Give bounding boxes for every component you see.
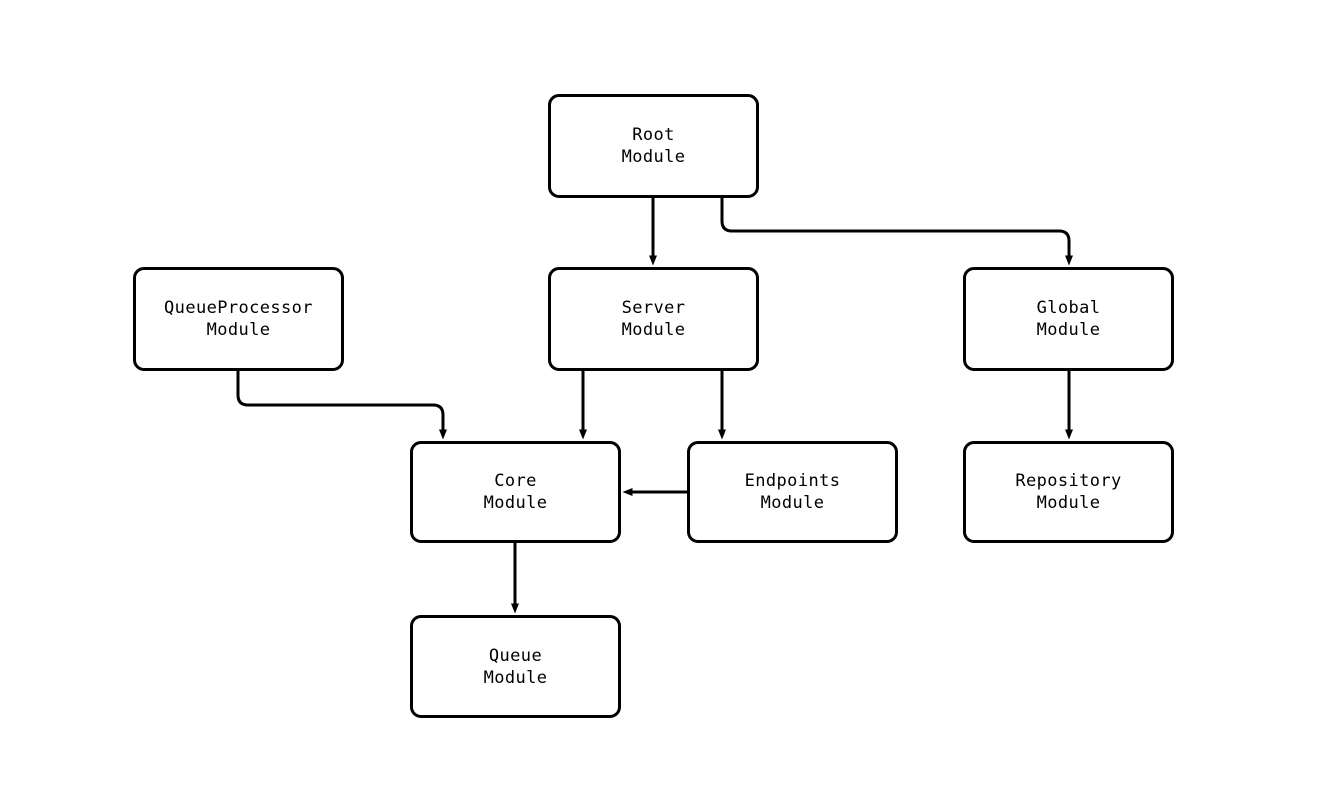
node-label-primary: Queue bbox=[488, 645, 543, 666]
node-label-secondary: Module bbox=[621, 147, 686, 167]
node-label-secondary: Module bbox=[483, 493, 548, 513]
node-label-primary: QueueProcessor bbox=[164, 298, 313, 318]
node-label-secondary: Module bbox=[1036, 493, 1101, 513]
node-label-primary: Server bbox=[621, 298, 686, 318]
edge-root-global bbox=[720, 198, 1073, 266]
edge-queueproc-core bbox=[236, 371, 447, 440]
node-label-primary: Endpoints bbox=[744, 471, 841, 491]
node-label-primary: Core bbox=[494, 471, 537, 491]
node-label-secondary: Module bbox=[760, 493, 825, 513]
node-label-primary: Global bbox=[1036, 298, 1101, 318]
node-label-secondary: Module bbox=[206, 320, 271, 340]
node-label-secondary: Module bbox=[1036, 320, 1101, 340]
node-label-secondary: Module bbox=[483, 667, 548, 688]
node-label-secondary: Module bbox=[621, 320, 686, 340]
node-label-primary: Repository bbox=[1015, 471, 1122, 491]
node-label-primary: Root bbox=[632, 125, 675, 145]
